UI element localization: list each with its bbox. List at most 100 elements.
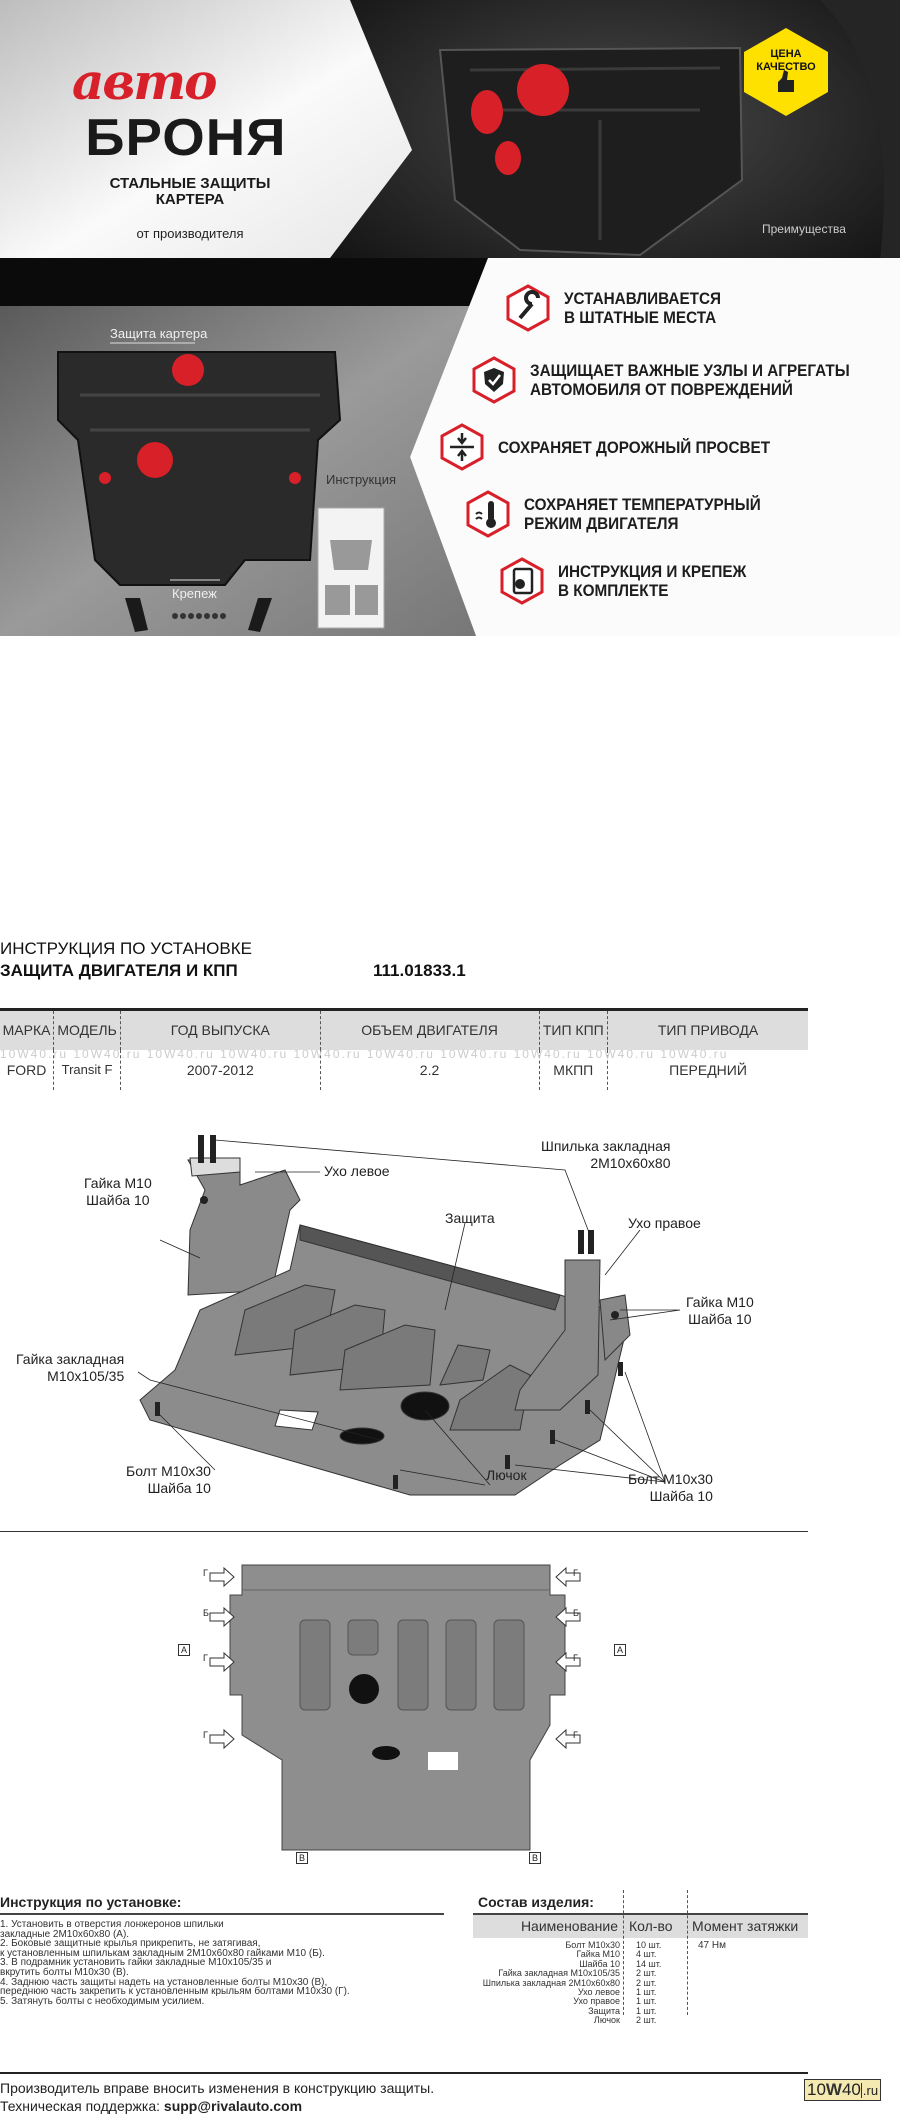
watermark: 10W40.ru — [293, 1050, 362, 1058]
10w40-logo: 10W40.ru — [804, 2079, 882, 2101]
logo-part: W — [825, 2080, 842, 2099]
label-hatch: Лючок — [486, 1467, 527, 1483]
cell: 2.2 — [319, 1049, 539, 1090]
instruction-line: 2. Боковые защитные крылья прикрепить, н… — [0, 1938, 261, 1950]
watermark-strip: 10W40.ru 10W40.ru 10W40.ru 10W40.ru 10W4… — [0, 1050, 808, 1058]
support-label: Техническая поддержка: — [0, 2098, 164, 2114]
doc-subtitle: ЗАЩИТА ДВИГАТЕЛЯ И КПП — [0, 961, 238, 980]
divider — [0, 1913, 444, 1915]
label-line: Шайба 10 — [649, 1488, 713, 1504]
subtitle-line: КАРТЕРА — [155, 191, 225, 208]
clearance-icon — [440, 423, 484, 471]
item-qty: 4 шт. — [636, 1949, 657, 1960]
watermark: 10W40.ru — [513, 1050, 582, 1058]
col-header: Момент затяжки — [692, 1918, 799, 1934]
label-line: Гайка М10 — [686, 1294, 754, 1310]
item-name: Ухо левое — [577, 1987, 620, 1998]
doc-title: ИНСТРУКЦИЯ ПО УСТАНОВКЕ — [0, 939, 252, 958]
top-view-diagram — [209, 1564, 581, 1851]
marker-g: Г — [573, 1568, 578, 1578]
instruction-line: 5. Затянуть болты с необходимым усилием. — [0, 1995, 205, 2007]
feature-clearance: СОХРАНЯЕТ ДОРОЖНЫЙ ПРОСВЕТ — [440, 423, 800, 471]
price-quality-badge: ЦЕНА КАЧЕСТВО — [742, 28, 830, 116]
table-row: FORD Transit F 2007-2012 2.2 МКПП ПЕРЕДН… — [0, 1049, 808, 1090]
label-line: 2М10х60х80 — [590, 1155, 671, 1171]
thermometer-icon — [466, 490, 510, 538]
item-name: Ухо правое — [573, 1996, 620, 2007]
divider — [687, 1890, 688, 2015]
footer-support: Техническая поддержка: supp@rivalauto.co… — [0, 2098, 302, 2114]
label-ear-right: Ухо правое — [628, 1215, 701, 1231]
marker-b: Б — [573, 1608, 579, 1618]
promo-banner: авто БРОНЯ СТАЛЬНЫЕ ЗАЩИТЫ КАРТЕРА от пр… — [0, 0, 900, 636]
label-line: Гайка М10 — [84, 1175, 152, 1191]
support-email-link[interactable]: supp@rivalauto.com — [163, 2098, 303, 2114]
from-maker-text: от производителя — [136, 226, 244, 241]
brand-script-logo: авто — [72, 52, 217, 111]
instructions-title: Инструкция по установке: — [0, 1894, 182, 1910]
brand-main-logo: БРОНЯ — [85, 109, 287, 167]
instruction-line: к установленным шпилькам закладным 2М10х… — [0, 1947, 325, 1959]
composition-title: Состав изделия: — [478, 1894, 594, 1910]
watermark: 10W40.ru — [366, 1050, 435, 1058]
label-guard-part: Защита — [445, 1210, 495, 1226]
torque-value: 47 Нм — [698, 1940, 726, 1951]
footer-disclaimer: Производитель вправе вносить изменения в… — [0, 2080, 435, 2096]
composition-qty: 10 шт. 4 шт. 14 шт. 2 шт. 2 шт. 1 шт. 1 … — [636, 1940, 661, 2026]
marker-g: Г — [203, 1730, 208, 1740]
feature-line: В ШТАТНЫЕ МЕСТА — [564, 308, 717, 327]
logo-part: .ru — [860, 2083, 879, 2098]
watermark: 10W40.ru — [73, 1050, 142, 1058]
feature-line: УСТАНАВЛИВАЕТСЯ — [564, 289, 722, 308]
marker-v: В — [529, 1852, 542, 1864]
vehicle-spec-table: МАРКА МОДЕЛЬ ГОД ВЫПУСКА ОБЪЕМ ДВИГАТЕЛЯ… — [0, 1008, 808, 1090]
instruction-line: закладные 2М10х60х80 (А). — [0, 1928, 130, 1940]
col-header: ТИП ПРИВОДА — [607, 1009, 808, 1050]
item-qty: 1 шт. — [636, 2005, 657, 2016]
thumbs-up-icon — [778, 70, 794, 92]
item-name: Защита — [588, 2005, 620, 2016]
col-header: ОБЪЕМ ДВИГАТЕЛЯ — [319, 1009, 539, 1050]
kit-icon — [500, 557, 544, 605]
label-line: Шайба 10 — [86, 1192, 150, 1208]
badge-line: ЦЕНА — [770, 48, 802, 60]
subtitle-line: СТАЛЬНЫЕ ЗАЩИТЫ — [109, 175, 271, 192]
label-line: Болт М10х30 — [126, 1463, 211, 1479]
instruction-line: 3. В подрамник установить гайки закладны… — [0, 1957, 272, 1969]
logo-part: 40 — [841, 2080, 861, 2099]
label-line: Шайба 10 — [147, 1480, 211, 1496]
right-ear-part — [514, 1259, 601, 1411]
advantages-label: Преимущества — [762, 222, 846, 236]
marker-b: Б — [203, 1608, 209, 1618]
item-name: Шпилька закладная 2М10х60х80 — [482, 1977, 620, 1988]
cell: МКПП — [538, 1049, 608, 1090]
label-guard: Защита картера — [110, 326, 208, 341]
item-qty: 2 шт. — [636, 2015, 657, 2026]
cell: FORD — [6, 1061, 47, 1078]
watermark: 10W40.ru — [440, 1050, 509, 1058]
instruction-line: вкрутить болты М10х30 (В). — [0, 1966, 129, 1978]
feature-line: ЗАЩИЩАЕТ ВАЖНЫЕ УЗЛЫ И АГРЕГАТЫ — [530, 361, 850, 380]
marker-g: Г — [573, 1730, 578, 1740]
watermark: 10W40.ru — [0, 1050, 69, 1058]
hatch-oval — [339, 1427, 385, 1445]
col-header: МАРКА — [0, 1009, 54, 1050]
item-qty: 2 шт. — [636, 1968, 657, 1979]
col-header: ГОД ВЫПУСКА — [120, 1009, 321, 1050]
marker-a: А — [178, 1644, 191, 1656]
instruction-line: 4. Заднюю часть защиты надеть на установ… — [0, 1976, 328, 1988]
feature-line: В КОМПЛЕКТЕ — [558, 581, 669, 600]
marker-v: В — [296, 1852, 309, 1864]
item-qty: 1 шт. — [636, 1987, 657, 1998]
composition-names: Болт М10х30 Гайка М10 Шайба 10 Гайка зак… — [482, 1940, 620, 2026]
instruction-line: переднюю часть закрепить к установленным… — [0, 1986, 350, 1998]
logo-part: 10 — [807, 2080, 826, 2099]
red-drain-cover — [517, 64, 569, 116]
